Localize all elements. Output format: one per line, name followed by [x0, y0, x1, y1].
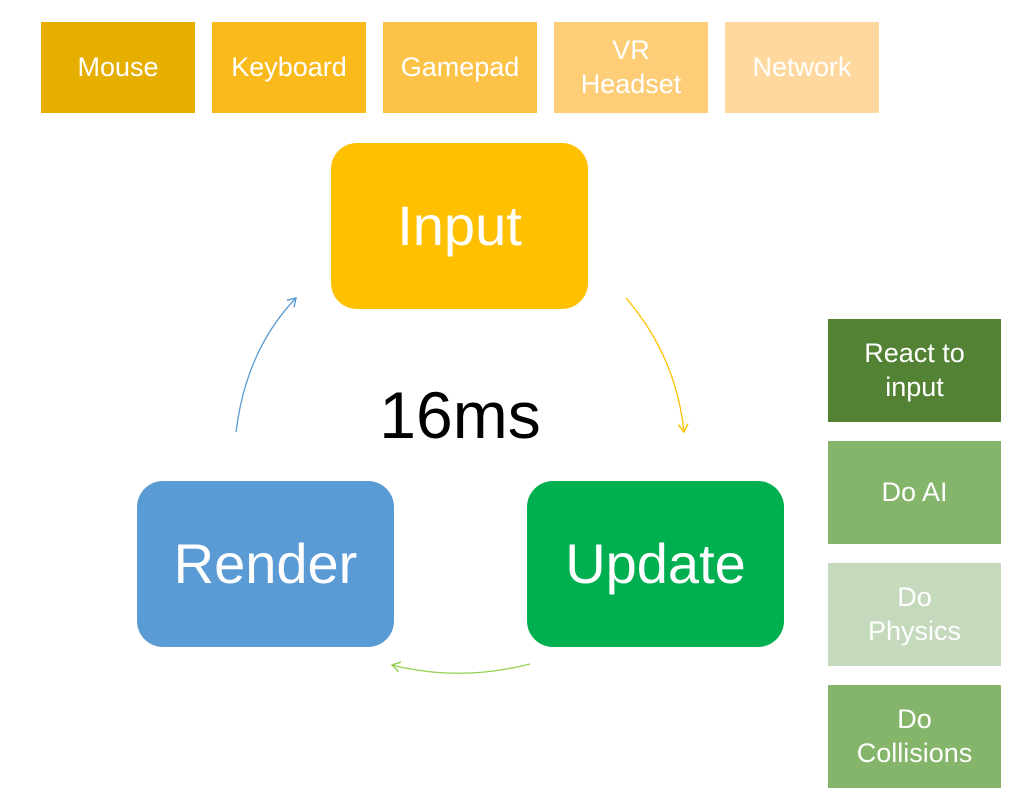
task-do-physics: Do Physics [828, 563, 1001, 666]
device-mouse: Mouse [41, 22, 195, 113]
arrow-render-to-input [235, 297, 297, 433]
task-do-collisions: Do Collisions [828, 685, 1001, 788]
device-vr-headset: VR Headset [554, 22, 708, 113]
task-do-ai: Do AI [828, 441, 1001, 544]
arrow-input-to-update [625, 297, 689, 434]
arrow-update-to-render [390, 661, 531, 674]
cycle-duration-label: 16ms [379, 378, 541, 452]
stage-update: Update [527, 481, 784, 647]
stage-render: Render [137, 481, 394, 647]
device-gamepad: Gamepad [383, 22, 537, 113]
stage-input: Input [331, 143, 588, 309]
device-keyboard: Keyboard [212, 22, 366, 113]
task-react-to-input: React to input [828, 319, 1001, 422]
device-network: Network [725, 22, 879, 113]
